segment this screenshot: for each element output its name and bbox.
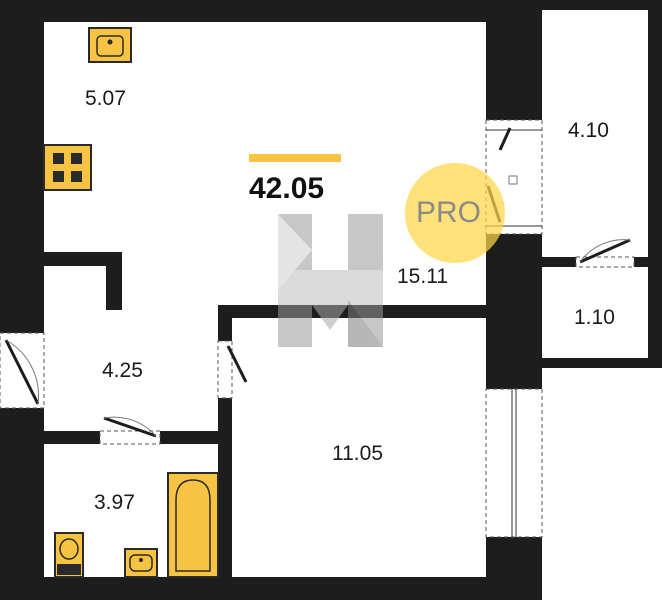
door-swing-bathroom <box>103 416 157 437</box>
door-storage-opening <box>575 256 635 268</box>
kitchen-sink-icon <box>88 27 132 63</box>
bathroom-sink-icon <box>124 548 158 578</box>
watermark-logo <box>278 214 383 347</box>
outer-wall-bottom <box>0 577 540 600</box>
wardrobe-wall-top <box>540 0 662 10</box>
total-area: 42.05 <box>249 172 325 205</box>
bathroom-wall-top-right <box>160 431 220 444</box>
door-swing-storage <box>579 239 631 263</box>
storage-divider-left <box>540 257 576 267</box>
pro-badge-label: PRO <box>416 196 482 229</box>
window-right-lower <box>485 388 543 538</box>
room-area-living-room: 15.11 <box>397 265 448 288</box>
room-area-hallway: 4.25 <box>102 359 143 382</box>
accent-bar <box>249 154 341 162</box>
door-leaf-bedroom <box>226 345 248 383</box>
bathroom-wall-top-left <box>44 431 100 444</box>
pro-badge <box>405 163 505 263</box>
door-leaf-left <box>4 339 40 405</box>
outer-wall-right-mid <box>486 234 542 389</box>
outer-wall-left-lower <box>0 408 44 600</box>
room-area-storage: 1.10 <box>574 306 615 329</box>
door-bathroom-opening <box>99 430 161 445</box>
storage-wall-bottom <box>540 358 662 368</box>
door-left-opening <box>0 332 45 409</box>
bedroom-wall-left-lower <box>218 398 232 578</box>
door-swings <box>5 175 631 437</box>
storage-divider-right <box>634 257 662 267</box>
kitchen-partition-v <box>106 252 122 310</box>
room-area-wardrobe: 4.10 <box>568 119 609 142</box>
room-area-bedroom: 11.05 <box>332 442 383 465</box>
door-leaf-bathroom <box>103 416 157 438</box>
outer-wall-right-upper <box>486 0 542 120</box>
wardrobe-wall-right <box>648 0 662 368</box>
door-leaf-wardrobe-1 <box>498 127 512 151</box>
door-leaf-storage <box>579 238 631 264</box>
door-swing-left <box>5 339 40 405</box>
outer-wall-top <box>0 0 540 22</box>
toilet-icon <box>54 532 84 578</box>
window-lines <box>486 129 542 537</box>
outer-wall-left-upper <box>0 0 44 333</box>
room-area-bathroom: 3.97 <box>94 491 135 514</box>
room-area-kitchen: 5.07 <box>85 87 126 110</box>
stove-icon <box>43 144 92 191</box>
bedroom-wall-left-upper <box>218 305 232 341</box>
bathtub-icon <box>167 472 219 578</box>
door-handle <box>508 175 518 185</box>
door-bedroom-opening <box>217 340 233 399</box>
kitchen-partition-h <box>44 252 120 266</box>
outer-wall-right-lower <box>486 537 542 600</box>
